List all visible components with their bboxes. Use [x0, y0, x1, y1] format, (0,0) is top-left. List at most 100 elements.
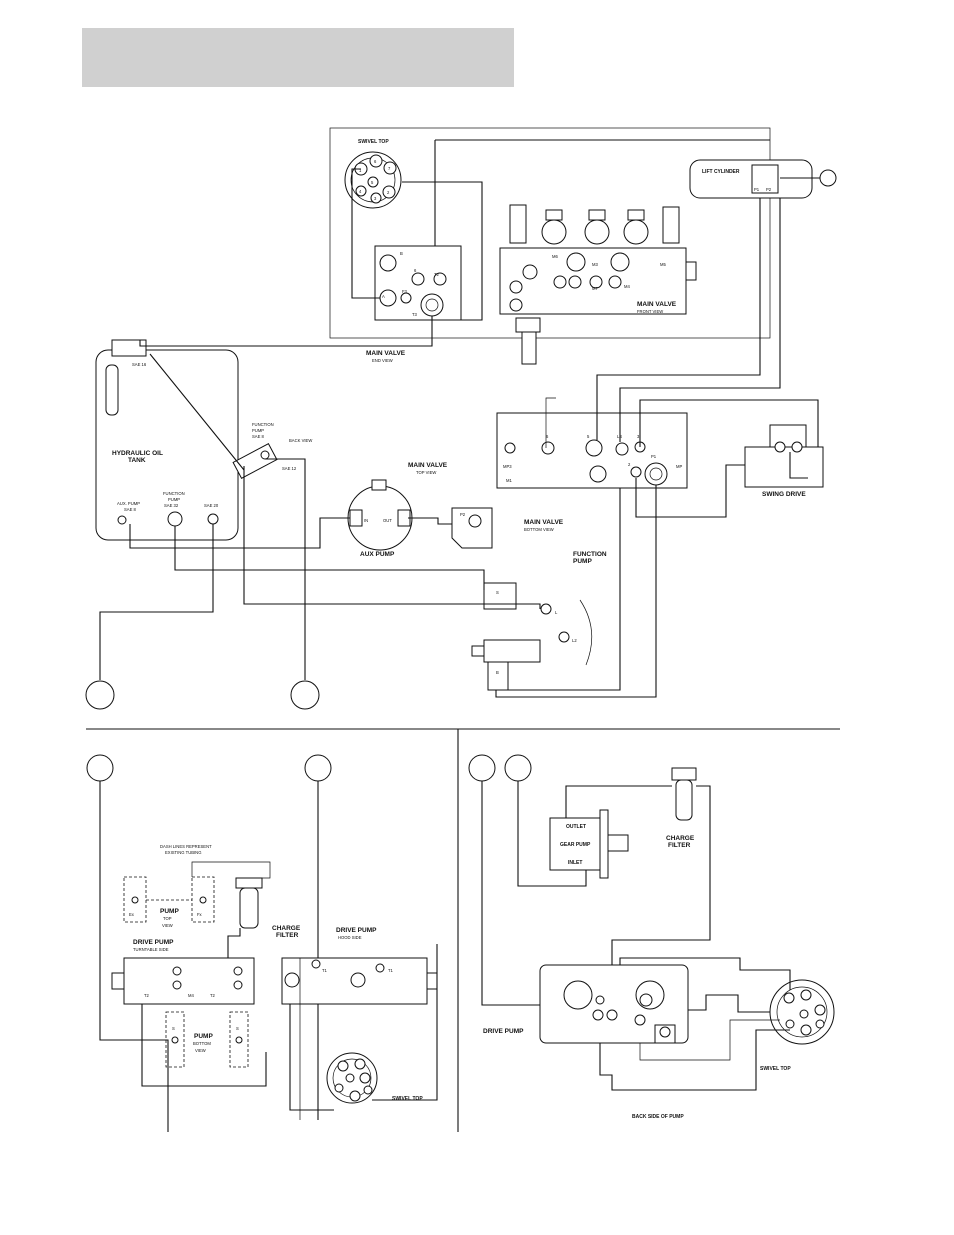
main-valve-end-sub: END VIEW — [372, 358, 393, 363]
swivel-top-1-label: SWIVEL TOP — [358, 139, 389, 145]
main-valve-end-label: MAIN VALVE — [366, 350, 406, 357]
swivel-num-7: 7 — [388, 166, 391, 171]
port-mb-2: 2 — [628, 462, 631, 467]
lift-cylinder: LIFT CYLINDER P1 P2 — [689, 159, 837, 199]
port-fp-l: L — [555, 610, 558, 615]
main-valve-top-label: MAIN VALVE — [408, 462, 448, 469]
main-valve-bottom-view: MP3 M1 6 5 LS 3 2 P1 MP MAIN VALVE BOTTO… — [496, 412, 688, 532]
ref-circle-2 — [290, 680, 320, 710]
main-valve-end-view: B A T2 F3 T3 6 MAIN VALVE END VIEW — [366, 245, 462, 363]
port-m4: M4 — [624, 284, 630, 289]
back-side-pump-label: BACK SIDE OF PUMP — [632, 1114, 684, 1120]
port-t2-b: T2 — [210, 993, 216, 998]
pump-top-view-2: TOP — [163, 916, 172, 921]
port-mb-mp3: MP3 — [503, 464, 512, 469]
ref-circle-1 — [85, 680, 115, 710]
function-pump-label-2: PUMP — [573, 558, 592, 565]
swivel-num-3: 3 — [374, 196, 377, 201]
port-fp-l2: L2 — [572, 638, 577, 643]
fn-pump-sae8-label-3: SAE 8 — [252, 434, 265, 439]
drive-pump-hood-1: DRIVE PUMP — [336, 927, 377, 934]
fn-pump-sae8-label-2: PUMP — [252, 428, 264, 433]
port-mb-mp: MP — [676, 464, 682, 469]
inlet-label: INLET — [568, 860, 582, 866]
tank-label-2: TANK — [128, 457, 146, 464]
swivel-num-1: 1 — [359, 168, 362, 173]
drive-pump-hood-2: HOOD SIDE — [338, 935, 362, 940]
swivel-num-2: 2 — [387, 190, 390, 195]
port-t1-b: T1 — [388, 968, 394, 973]
charge-filter-r-2: FILTER — [668, 842, 691, 849]
main-valve-front-view: M6 M3 M5 M7 M4 MAIN VALVE FRONT VIEW — [499, 204, 697, 365]
port-mv-end-t3: T3 — [412, 312, 418, 317]
bottom-right-section: OUTLET GEAR PUMP INLET CHARGE FILTER DRI… — [468, 754, 835, 1120]
swivel-top-2-label: SWIVEL TOP — [392, 1096, 423, 1102]
port-s-a: S — [172, 1026, 175, 1031]
charge-filter-l-1: CHARGE — [272, 925, 301, 932]
swivel-num-6: 6 — [374, 159, 377, 164]
port-mb-m1: M1 — [506, 478, 512, 483]
function-pump: S L L2 B FUNCTION PUMP — [471, 551, 607, 691]
port-m3: M3 — [592, 262, 598, 267]
header-band — [82, 28, 514, 87]
drive-pump-turntable-1: DRIVE PUMP — [133, 939, 174, 946]
fn-pump-sae8-label-1: FUNCTION — [252, 422, 274, 427]
swivel-num-4: 4 — [359, 189, 362, 194]
main-valve-bottom-label: MAIN VALVE — [524, 519, 564, 526]
aux-pump-port-label-1: AUX. PUMP — [117, 501, 140, 506]
port-mb-6: 6 — [546, 434, 549, 439]
port-mv-end-a: A — [382, 294, 385, 299]
pump-bottom-view-3: VIEW — [195, 1048, 206, 1053]
bottom-left-section: DASH LINES REPRESENT EXISTING TUBING Ex … — [86, 754, 438, 1132]
port-mb-3: 3 — [637, 434, 640, 439]
back-view-label: BACK VIEW — [289, 438, 312, 443]
gear-pump-label: GEAR PUMP — [560, 842, 591, 848]
tank-label-1: HYDRAULIC OIL — [112, 450, 163, 457]
pump-top-view-1: PUMP — [160, 908, 179, 915]
port-mv-end-6: 6 — [414, 268, 417, 273]
port-m7: M7 — [592, 286, 598, 291]
drive-pump-turntable-2: TURNTABLE SIDE — [133, 947, 169, 952]
port-mb-p1: P1 — [651, 454, 657, 459]
aux-pump: IN OUT AUX PUMP — [347, 479, 413, 558]
port-ex: Ex — [129, 912, 135, 917]
sae-12-label: SAE 12 — [282, 466, 297, 471]
port-s-b: S — [236, 1026, 239, 1031]
pump-bottom-view-2: BOTTOM — [193, 1041, 211, 1046]
outlet-label: OUTLET — [566, 824, 586, 830]
port-mb-5: 5 — [587, 434, 590, 439]
swing-drive-label: SWING DRIVE — [762, 491, 806, 498]
port-mv-end-f3: F3 — [402, 289, 408, 294]
port-lc-p2: P2 — [766, 187, 772, 192]
charge-filter-r-1: CHARGE — [666, 835, 695, 842]
port-in: IN — [364, 518, 368, 523]
lift-cylinder-label: LIFT CYLINDER — [702, 169, 740, 175]
port-out: OUT — [383, 518, 392, 523]
swivel-num-5: 5 — [371, 180, 374, 185]
port-lc-p1: P1 — [754, 187, 760, 192]
function-pump-port-label-3: SAE 32 — [164, 503, 179, 508]
main-valve-front-sub: FRONT VIEW — [637, 309, 663, 314]
function-pump-label-1: FUNCTION — [573, 551, 607, 558]
hydraulic-oil-tank: SAE 16 HYDRAULIC OIL TANK AUX. PUMP SAE … — [95, 339, 239, 541]
sae-20-label: SAE 20 — [204, 503, 219, 508]
pump-bottom-view-1: PUMP — [194, 1033, 213, 1040]
swivel-top-3-label: SWIVEL TOP — [760, 1066, 791, 1072]
sae-16-label: SAE 16 — [132, 362, 147, 367]
dash-note-1: DASH LINES REPRESENT — [160, 844, 212, 849]
port-t2-a: T2 — [144, 993, 150, 998]
port-p2: P2 — [460, 512, 466, 517]
aux-pump-port-label-2: SAE 8 — [124, 507, 137, 512]
charge-filter-l-2: FILTER — [276, 932, 299, 939]
swivel-top-upper: SWIVEL TOP 1 6 7 5 4 3 2 — [329, 127, 771, 339]
port-m4-a: M4 — [188, 993, 194, 998]
aux-pump-label: AUX PUMP — [360, 551, 395, 558]
port-fp-b: B — [496, 670, 499, 675]
function-pump-port-label-2: PUMP — [168, 497, 180, 502]
top-connections — [99, 139, 819, 698]
main-valve-top-view: P2 MAIN VALVE TOP VIEW — [408, 462, 493, 549]
port-mv-end-t2: T2 — [434, 272, 440, 277]
port-t1-a: T1 — [322, 968, 328, 973]
swing-drive: SWING DRIVE — [744, 424, 824, 498]
